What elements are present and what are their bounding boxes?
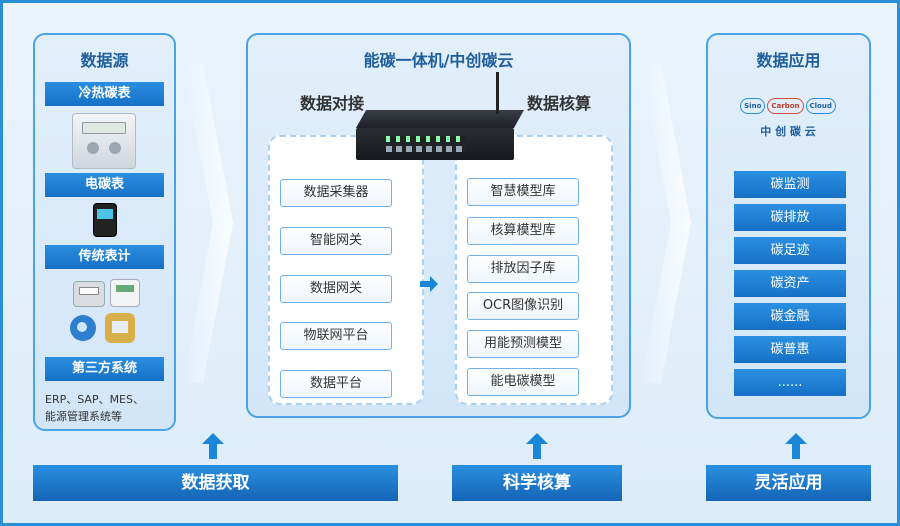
- logo-chinese-text: 中 创 碳 云: [760, 125, 816, 138]
- water-meter-blue-image: [70, 315, 96, 341]
- up-arrow-icon-right: [785, 433, 807, 459]
- app-carbon-finance: 碳金融: [734, 303, 846, 330]
- app-carbon-monitoring: 碳监测: [734, 171, 846, 198]
- power-meter-image: [110, 279, 140, 307]
- module-accounting-model-library: 核算模型库: [467, 217, 579, 245]
- data-application-title: 数据应用: [756, 51, 821, 70]
- up-arrow-icon-left: [202, 433, 224, 459]
- server-device-image: [356, 72, 524, 162]
- module-emission-factor-library: 排放因子库: [467, 255, 579, 283]
- logo-word-cloud: Cloud: [805, 98, 836, 114]
- module-data-platform: 数据平台: [280, 370, 392, 398]
- section-header-electric-carbon-meter: 电碳表: [45, 173, 164, 197]
- up-arrow-icon-center: [526, 433, 548, 459]
- app-more-ellipsis: ......: [734, 369, 846, 396]
- gas-meter-image: [73, 281, 105, 307]
- stage-data-acquisition: 数据获取: [33, 465, 398, 501]
- data-application-panel: 数据应用 Sino Carbon Cloud 中 创 碳 云 碳监测 碳排放 碳…: [706, 33, 871, 419]
- app-carbon-emission: 碳排放: [734, 204, 846, 231]
- module-iot-platform: 物联网平台: [280, 322, 392, 350]
- flow-chevron-left: [183, 63, 233, 383]
- sino-carbon-cloud-logo: Sino Carbon Cloud 中 创 碳 云: [738, 95, 838, 141]
- heat-meter-image: [72, 113, 136, 169]
- module-ocr-recognition: OCR图像识别: [467, 292, 579, 320]
- flow-arrow-right-icon: [418, 273, 440, 295]
- data-docking-box: [268, 135, 424, 405]
- data-docking-subtitle: 数据对接: [300, 94, 365, 113]
- data-source-panel: 数据源 冷热碳表 电碳表 传统表计 第三方系统 ERP、SAP、MES、 能源管…: [33, 33, 176, 431]
- third-party-footnote-line-2: 能源管理系统等: [45, 410, 122, 423]
- app-carbon-assets: 碳资产: [734, 270, 846, 297]
- water-meter-brass-image: [105, 313, 135, 343]
- app-carbon-inclusive: 碳普惠: [734, 336, 846, 363]
- integrated-machine-panel: 能碳一体机/中创碳云 数据对接 数据核算 数据采集器 智能网关 数据网关 物联网…: [246, 33, 631, 418]
- stage-scientific-accounting: 科学核算: [452, 465, 622, 501]
- stage-flexible-application: 灵活应用: [706, 465, 871, 501]
- section-header-traditional-meters: 传统表计: [45, 245, 164, 269]
- module-energy-prediction-model: 用能预测模型: [467, 330, 579, 358]
- module-energy-electric-carbon-model: 能电碳模型: [467, 368, 579, 396]
- third-party-footnote-line-1: ERP、SAP、MES、: [45, 393, 144, 406]
- logo-word-carbon: Carbon: [767, 98, 804, 114]
- section-header-heat-meter: 冷热碳表: [45, 82, 164, 106]
- data-accounting-subtitle: 数据核算: [527, 94, 592, 113]
- electric-carbon-meter-image: [93, 203, 117, 237]
- module-smart-model-library: 智慧模型库: [467, 178, 579, 206]
- logo-word-sino: Sino: [740, 98, 766, 114]
- flow-chevron-right: [641, 63, 691, 383]
- data-source-title: 数据源: [80, 51, 129, 70]
- app-carbon-footprint: 碳足迹: [734, 237, 846, 264]
- integrated-machine-title: 能碳一体机/中创碳云: [363, 51, 514, 70]
- module-data-collector: 数据采集器: [280, 179, 392, 207]
- module-data-gateway: 数据网关: [280, 275, 392, 303]
- section-header-third-party-systems: 第三方系统: [45, 357, 164, 381]
- module-smart-gateway: 智能网关: [280, 227, 392, 255]
